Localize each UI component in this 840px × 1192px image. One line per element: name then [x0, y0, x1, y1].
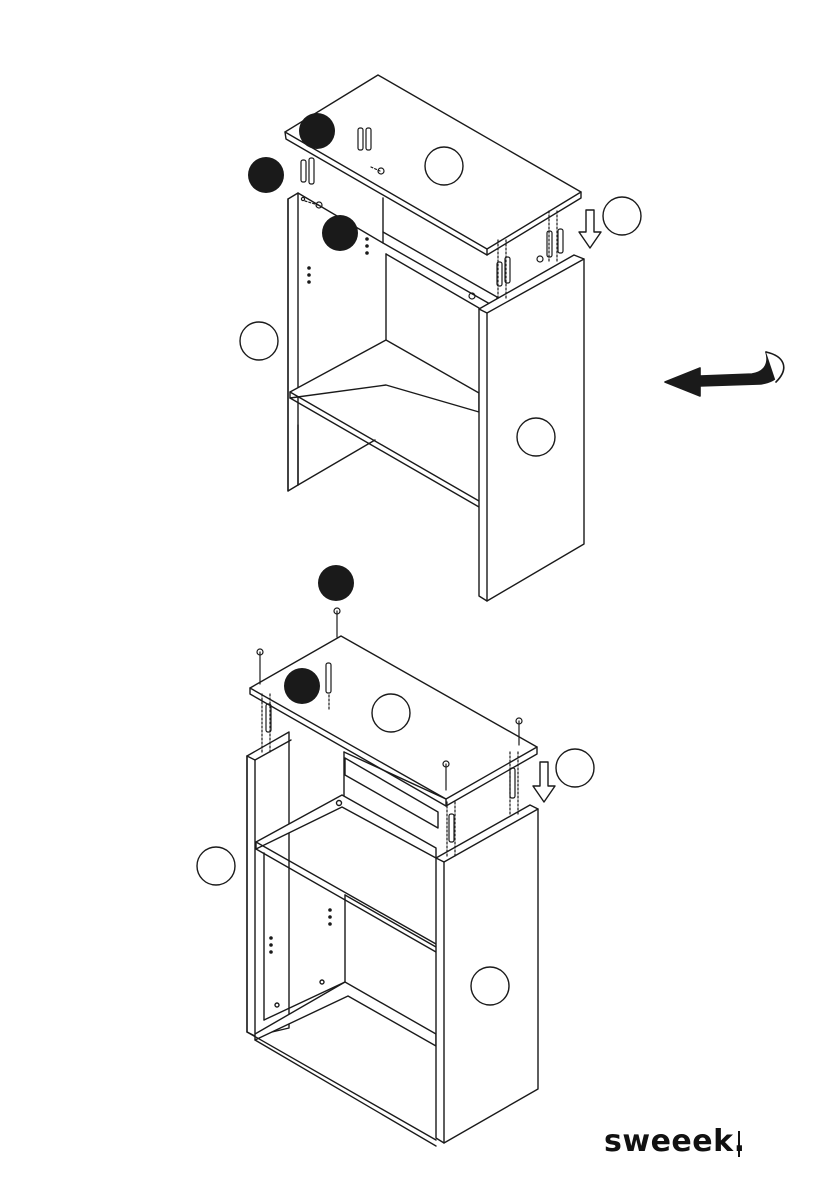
hardware-badge [284, 668, 320, 704]
part-label-circle [240, 322, 278, 360]
part-label-circle [603, 197, 641, 235]
hardware-badge [318, 565, 354, 601]
down-arrow-icon [533, 762, 555, 802]
hardware-badge [299, 113, 335, 149]
part-label-circle [556, 749, 594, 787]
top-panel-lower [250, 636, 537, 806]
bottom-shelf-upper [290, 340, 479, 507]
rotate-arrow-icon [665, 352, 784, 396]
right-side-panel-lower [436, 805, 538, 1143]
right-side-panel-upper [479, 255, 584, 601]
hardware-badge [248, 157, 284, 193]
brand-logo: sweeek. [604, 1124, 745, 1159]
down-arrow-icon [579, 210, 601, 248]
brand-divider [738, 1131, 740, 1157]
part-label-circle [197, 847, 235, 885]
left-side-panel-lower [247, 732, 291, 1036]
step-bottom-illustration [197, 565, 594, 1146]
hardware-badge [322, 215, 358, 251]
step-top-illustration [240, 75, 641, 601]
